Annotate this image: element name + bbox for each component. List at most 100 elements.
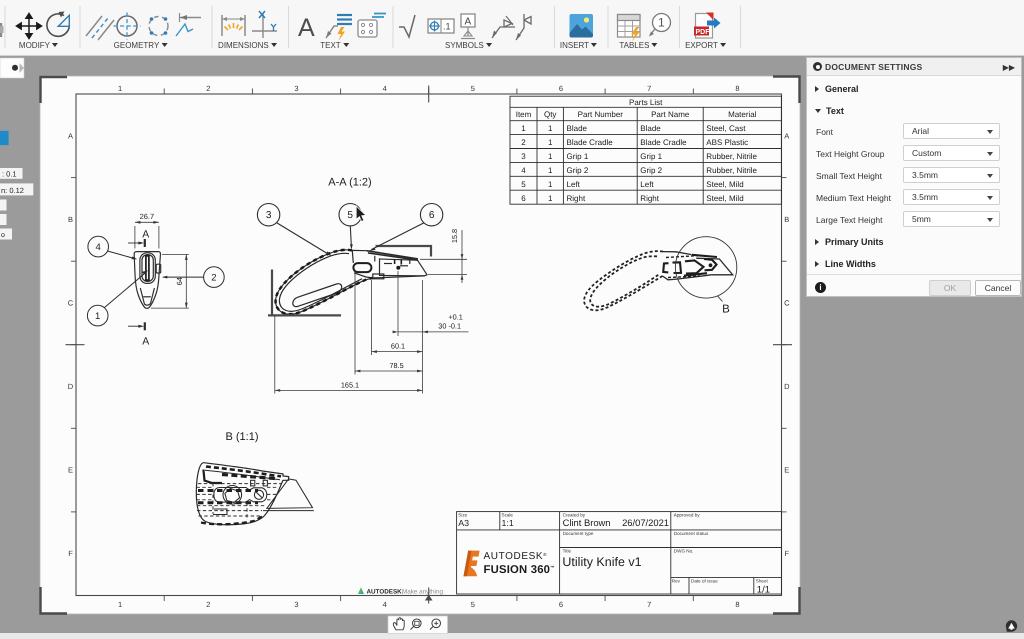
- svg-text:A3: A3: [458, 518, 469, 528]
- svg-text:1: 1: [548, 180, 553, 189]
- svg-text:Scale: Scale: [502, 513, 514, 518]
- svg-text:Blade: Blade: [567, 124, 588, 133]
- svg-text:Blade Cradle: Blade Cradle: [567, 138, 614, 147]
- svg-text:1: 1: [521, 124, 526, 133]
- svg-text:Left: Left: [567, 180, 581, 189]
- svg-text:B: B: [722, 304, 730, 316]
- svg-text:165.1: 165.1: [341, 380, 359, 389]
- svg-text:15.8: 15.8: [450, 229, 459, 243]
- svg-text:4: 4: [383, 600, 387, 609]
- svg-text:AUTODESK.: AUTODESK.: [367, 589, 404, 596]
- svg-text:78.5: 78.5: [390, 361, 404, 370]
- svg-text:26.7: 26.7: [140, 212, 155, 221]
- svg-text:Blade: Blade: [640, 124, 661, 133]
- svg-text:C: C: [784, 299, 790, 308]
- svg-text:A: A: [465, 17, 472, 28]
- svg-text:AUTODESK®: AUTODESK®: [484, 551, 548, 562]
- svg-text:26/07/2021: 26/07/2021: [622, 517, 669, 528]
- svg-text:64: 64: [175, 277, 184, 285]
- svg-text:5: 5: [471, 600, 475, 609]
- svg-text:Rev: Rev: [672, 578, 681, 583]
- svg-text:2: 2: [211, 273, 216, 284]
- svg-text:Item: Item: [516, 110, 532, 119]
- svg-text:+0.1: +0.1: [448, 313, 462, 322]
- svg-text:D: D: [784, 382, 790, 391]
- svg-text:6: 6: [429, 210, 435, 221]
- svg-text:7: 7: [647, 84, 651, 93]
- svg-text:Clint Brown: Clint Brown: [563, 517, 611, 528]
- svg-text:3: 3: [294, 600, 298, 609]
- svg-text:6: 6: [559, 84, 563, 93]
- svg-text:A-A (1:2): A-A (1:2): [328, 177, 371, 189]
- svg-text:A: A: [298, 14, 315, 42]
- svg-text:Parts List: Parts List: [629, 98, 663, 107]
- svg-text:A: A: [784, 132, 789, 141]
- svg-text:Blade Cradle: Blade Cradle: [640, 138, 687, 147]
- svg-text:6: 6: [521, 194, 526, 203]
- svg-text:1: 1: [118, 600, 122, 609]
- svg-text:A: A: [142, 336, 149, 348]
- svg-text:3: 3: [521, 152, 526, 161]
- svg-text:2: 2: [521, 138, 526, 147]
- svg-text:A: A: [68, 132, 73, 141]
- svg-text:Date of issue: Date of issue: [691, 578, 718, 583]
- svg-text:30 -0.1: 30 -0.1: [438, 322, 461, 331]
- svg-text:: 0.1: : 0.1: [2, 170, 17, 179]
- svg-text:Left: Left: [640, 180, 654, 189]
- svg-text:Qty: Qty: [544, 110, 556, 119]
- svg-text:Material: Material: [728, 110, 757, 119]
- svg-text:D: D: [68, 382, 74, 391]
- svg-text:o: o: [1, 232, 5, 239]
- svg-text:1: 1: [658, 16, 665, 30]
- svg-text:Grip 1: Grip 1: [640, 152, 662, 161]
- svg-text:Document type: Document type: [563, 531, 594, 536]
- svg-text:Rubber, Nitrile: Rubber, Nitrile: [706, 166, 757, 175]
- svg-text:1:1: 1:1: [502, 518, 514, 528]
- svg-text:Make anything.: Make anything.: [402, 589, 445, 596]
- svg-text:Steel, Mild: Steel, Mild: [706, 180, 743, 189]
- svg-text:8: 8: [735, 600, 739, 609]
- svg-text:5: 5: [521, 180, 526, 189]
- svg-text:Part Name: Part Name: [651, 110, 690, 119]
- svg-text:2: 2: [206, 84, 210, 93]
- svg-text:Steel, Mild: Steel, Mild: [706, 194, 743, 203]
- svg-text:4: 4: [96, 242, 101, 253]
- svg-text:6: 6: [559, 600, 563, 609]
- svg-text:1: 1: [548, 166, 553, 175]
- svg-text:Grip 2: Grip 2: [640, 166, 662, 175]
- svg-text:Document status: Document status: [674, 531, 709, 536]
- svg-text:60.1: 60.1: [391, 342, 405, 351]
- svg-text:Steel, Cast: Steel, Cast: [706, 124, 746, 133]
- svg-text:3: 3: [266, 210, 272, 221]
- svg-text:Sheet: Sheet: [756, 578, 769, 583]
- svg-text:4: 4: [521, 166, 526, 175]
- svg-text:B: B: [68, 215, 73, 224]
- svg-text:DWG No.: DWG No.: [674, 549, 694, 554]
- svg-text:Grip 1: Grip 1: [567, 152, 589, 161]
- svg-text:5: 5: [471, 84, 475, 93]
- svg-text:Utility Knife v1: Utility Knife v1: [562, 555, 641, 569]
- svg-text:C: C: [68, 299, 74, 308]
- svg-text:E: E: [68, 466, 73, 475]
- svg-text:PDF: PDF: [696, 29, 711, 36]
- svg-text:Grip 2: Grip 2: [567, 166, 589, 175]
- svg-text:ABS Plastic: ABS Plastic: [706, 138, 748, 147]
- svg-text:8: 8: [735, 84, 739, 93]
- svg-text:1: 1: [548, 194, 553, 203]
- svg-text:1: 1: [95, 311, 100, 322]
- svg-text:A: A: [142, 229, 149, 241]
- svg-text:FUSION 360™: FUSION 360™: [484, 564, 555, 576]
- svg-text:5: 5: [347, 210, 353, 221]
- svg-text:Approved by: Approved by: [674, 513, 700, 518]
- svg-text:B: B: [784, 215, 789, 224]
- svg-text:1: 1: [548, 124, 553, 133]
- svg-text:1: 1: [548, 138, 553, 147]
- svg-text:Title: Title: [563, 549, 572, 554]
- svg-text:F: F: [68, 549, 73, 558]
- svg-text:7: 7: [647, 600, 651, 609]
- svg-text:2: 2: [206, 600, 210, 609]
- svg-text:1: 1: [548, 152, 553, 161]
- svg-text:3: 3: [294, 84, 298, 93]
- svg-text:Created by: Created by: [563, 513, 586, 518]
- svg-text:Right: Right: [567, 194, 586, 203]
